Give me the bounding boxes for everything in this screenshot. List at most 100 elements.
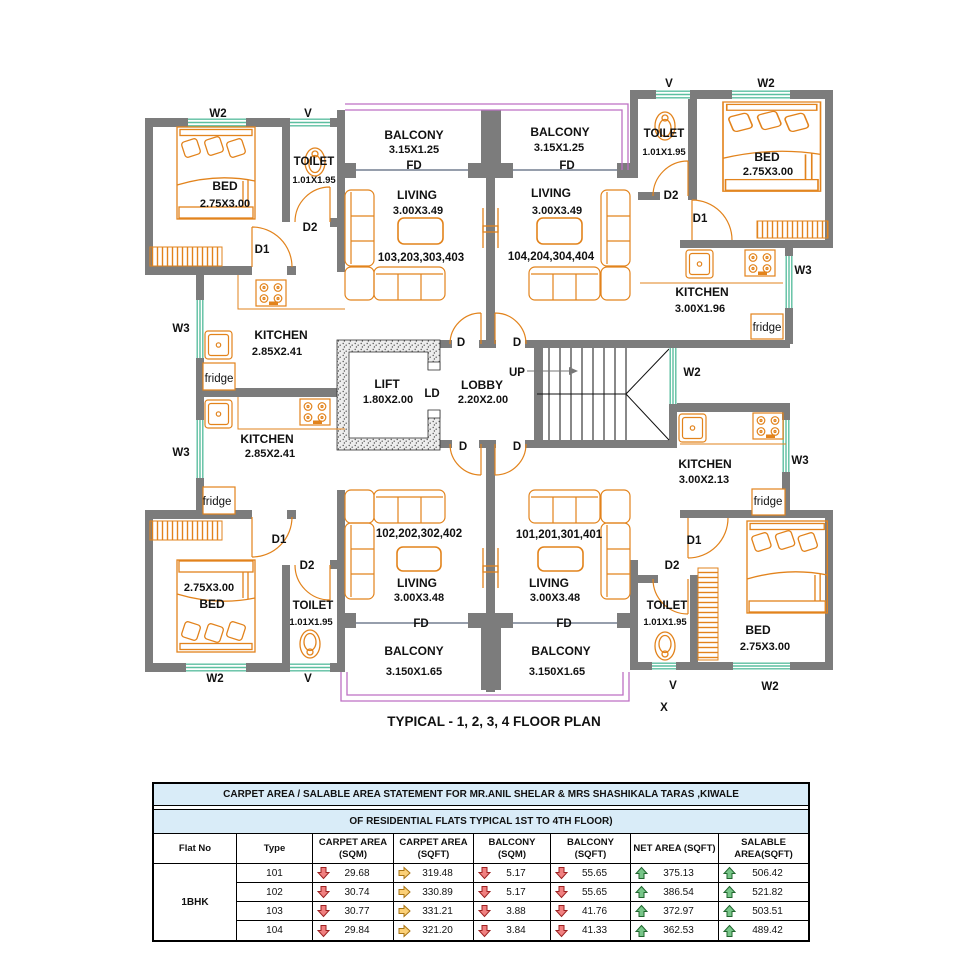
label-w2-stairs: W2 — [683, 367, 700, 379]
wall — [337, 490, 345, 672]
sofa-icon — [528, 489, 601, 524]
wall — [479, 440, 496, 448]
wall — [196, 397, 204, 420]
label-ld: LD — [424, 388, 439, 400]
sink-icon — [204, 399, 233, 429]
wall — [246, 118, 290, 127]
header-cell: Type — [237, 834, 313, 864]
wall — [145, 118, 188, 127]
wall — [486, 110, 495, 348]
label-toilet-102-dim: 1.01X1.95 — [289, 617, 333, 628]
label-units-102: 102,202,302,402 — [376, 528, 462, 540]
plan-title: TYPICAL - 1, 2, 3, 4 FLOOR PLAN — [387, 714, 601, 729]
wall — [337, 110, 345, 272]
decrease-arrow-icon — [555, 867, 568, 880]
wall — [145, 118, 153, 275]
window-icon — [732, 90, 790, 99]
coffee-table-icon — [537, 546, 584, 572]
value-text: 362.53 — [663, 925, 694, 936]
furniture — [149, 101, 829, 661]
window-icon — [669, 348, 677, 404]
table-subtitle: OF RESIDENTIAL FLATS TYPICAL 1ST TO 4TH … — [154, 809, 808, 834]
windows — [186, 90, 793, 672]
label-v-104: V — [665, 78, 673, 90]
steady-arrow-icon — [398, 904, 411, 918]
value-text: 331.21 — [422, 905, 453, 917]
value-cell: 362.53 — [631, 921, 719, 940]
value-cell: 375.13 — [631, 864, 719, 883]
wardrobe-icon — [149, 246, 223, 267]
wall — [630, 90, 638, 178]
sink-icon — [685, 249, 714, 279]
label-balcony-104-dim: 3.15X1.25 — [534, 142, 584, 154]
wall — [638, 575, 658, 583]
label-lift-dim: 1.80X2.00 — [363, 394, 413, 406]
flat-no-cell: 101 — [237, 864, 313, 883]
value-text: 41.76 — [581, 905, 608, 917]
value-cell: 489.42 — [719, 921, 808, 940]
label-d2-101: D2 — [665, 560, 680, 572]
wall — [782, 472, 790, 518]
label-d-top-right: D — [513, 337, 521, 349]
label-units-101: 101,201,301,401 — [516, 529, 603, 541]
decrease-arrow-icon — [317, 886, 330, 899]
label-kitchen-104: KITCHEN — [675, 285, 728, 299]
label-fridge-101: fridge — [754, 496, 783, 508]
increase-arrow-icon — [635, 885, 648, 898]
value-cell: 30.77 — [313, 902, 394, 921]
wall — [145, 663, 186, 672]
sofa-icon — [344, 489, 375, 524]
sofa-icon — [344, 266, 375, 301]
value-text: 330.89 — [422, 886, 453, 898]
area-statement-table: CARPET AREA / SALABLE AREA STATEMENT FOR… — [152, 782, 810, 942]
window-icon — [196, 300, 204, 358]
label-kitchen-102: KITCHEN — [240, 432, 293, 446]
value-text: 386.54 — [663, 886, 694, 898]
wall — [282, 127, 290, 222]
sofa-icon — [373, 266, 446, 301]
value-text: 3.88 — [506, 905, 526, 917]
label-d2-103: D2 — [303, 222, 318, 234]
kitchen-counter — [237, 397, 345, 430]
value-text: 3.84 — [506, 925, 526, 936]
lift-shaft — [336, 339, 444, 451]
value-text: 372.97 — [663, 905, 694, 917]
label-w3-103: W3 — [172, 323, 189, 335]
fridge-icon — [202, 362, 236, 391]
wall — [638, 192, 660, 200]
increase-arrow-icon — [723, 904, 736, 917]
label-living-101: LIVING — [529, 576, 569, 590]
toilet-wc-icon — [654, 631, 676, 661]
label-living-101-dim: 3.00X3.48 — [530, 592, 580, 604]
increase-arrow-icon — [723, 885, 736, 898]
header-cell: CARPET AREA(SQM) — [313, 834, 394, 864]
wall — [287, 510, 296, 519]
value-text: 321.20 — [422, 925, 453, 936]
partition-frames — [482, 208, 499, 588]
value-text: 503.51 — [752, 905, 783, 917]
value-cell: 5.17 — [474, 883, 551, 902]
label-bed-103-dim: 2.75X3.00 — [200, 198, 250, 210]
value-cell: 55.65 — [551, 864, 631, 883]
wall — [680, 240, 833, 248]
header-cell: BALCONY(SQM) — [474, 834, 551, 864]
label-lift: LIFT — [374, 377, 400, 391]
label-living-102-dim: 3.00X3.48 — [394, 592, 444, 604]
value-cell: 330.89 — [394, 883, 474, 902]
value-text: 521.82 — [752, 886, 783, 898]
wall — [468, 613, 486, 628]
sofa-icon — [344, 522, 375, 600]
value-cell: 29.68 — [313, 864, 394, 883]
label-kitchen-103-dim: 2.85X2.41 — [252, 346, 302, 358]
label-living-103-dim: 3.00X3.49 — [393, 205, 443, 217]
flat-no-cell: 104 — [237, 921, 313, 940]
label-toilet-104: TOILET — [644, 128, 685, 140]
label-fd-102: FD — [413, 618, 428, 630]
decrease-arrow-icon — [555, 886, 568, 899]
value-text: 5.17 — [506, 886, 526, 898]
label-fridge-104: fridge — [753, 322, 782, 334]
steady-arrow-icon — [398, 885, 411, 899]
label-toilet-102: TOILET — [293, 600, 334, 612]
